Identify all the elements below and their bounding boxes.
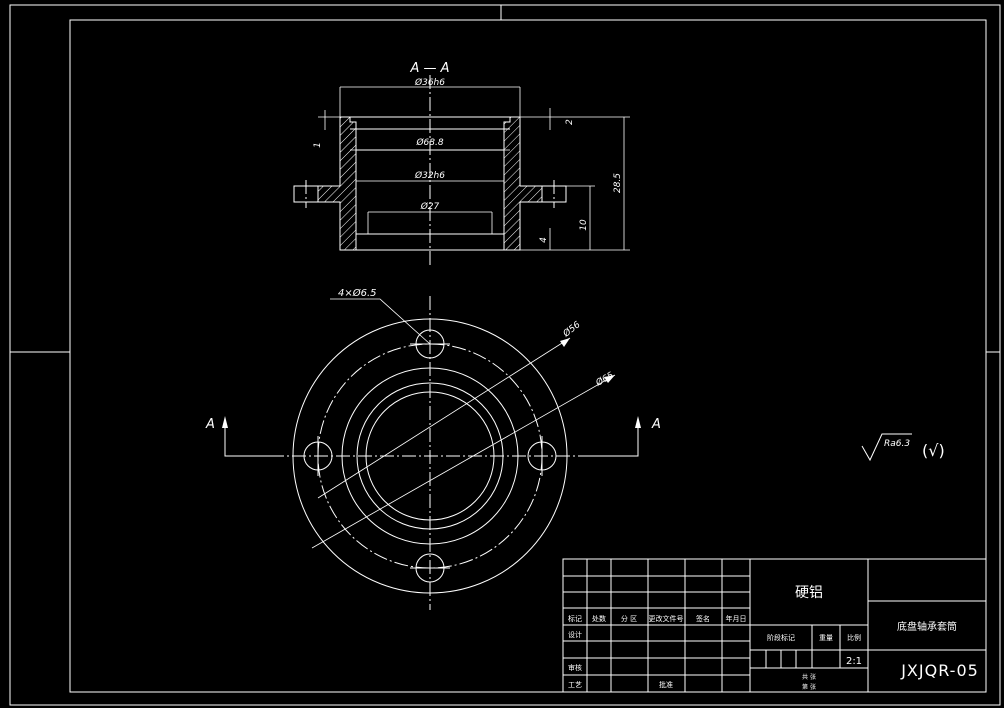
material-text: 硬铝 — [795, 585, 823, 601]
row-approve: 批准 — [659, 680, 673, 689]
right-wall — [503, 116, 543, 251]
dim-d-mid: Ø32h6 — [414, 170, 445, 181]
section-view: A — A Ø36h6 Ø68.8 Ø32h6 Ø27 — [293, 61, 630, 265]
scale-label: 比例 — [847, 633, 861, 642]
row-review: 审核 — [568, 663, 582, 672]
section-label: A — A — [409, 61, 449, 76]
hdr-zone: 分 区 — [621, 614, 637, 623]
stage-label: 阶段标记 — [767, 633, 795, 642]
dim-h-flange: 10 — [579, 219, 589, 231]
dim-pcd: Ø56 — [560, 319, 582, 340]
hdr-change-doc: 更改文件号 — [649, 614, 684, 623]
left-wall — [317, 116, 357, 251]
title-block: 硬铝 底盘轴承套筒 JXJQR-05 标记 处数 分 区 更改文件号 签名 年月… — [562, 558, 987, 693]
row-design: 设计 — [568, 630, 582, 639]
sheets-total: 共 张 — [802, 673, 816, 681]
dim-h-top: 2 — [565, 119, 575, 125]
hdr-count: 处数 — [592, 614, 606, 623]
arrow-label-right: A — [651, 417, 661, 432]
dim-d-inner: Ø27 — [420, 201, 440, 212]
dim-h-left: 1 — [313, 142, 323, 148]
holes-label: 4×Ø6.5 — [338, 287, 377, 299]
roughness-value: Ra6.3 — [884, 439, 910, 449]
roughness-note: (√) — [922, 441, 945, 460]
part-name-text: 底盘轴承套筒 — [897, 620, 957, 633]
dim-d-bore: Ø68.8 — [415, 137, 443, 148]
weight-label: 重量 — [819, 634, 833, 642]
hdr-date: 年月日 — [726, 614, 747, 623]
dim-d-top: Ø36h6 — [414, 77, 445, 88]
scale-value: 2:1 — [846, 656, 862, 667]
dim-h-total: 28.5 — [613, 173, 623, 193]
drawing-border — [9, 4, 1001, 706]
roughness-symbol: Ra6.3 (√) — [861, 433, 945, 462]
sheet-no: 第 张 — [802, 683, 816, 691]
row-process: 工艺 — [568, 681, 582, 689]
dim-h-bottom: 4 — [539, 237, 549, 243]
hdr-mark: 标记 — [568, 614, 582, 623]
hdr-sign: 签名 — [696, 614, 710, 623]
arrow-label-left: A — [205, 417, 215, 432]
drawing-number: JXJQR-05 — [900, 661, 979, 680]
dim-outer: Ø65 — [593, 370, 616, 389]
plan-view: A A 4×Ø6.5 Ø56 Ø65 — [205, 287, 661, 610]
